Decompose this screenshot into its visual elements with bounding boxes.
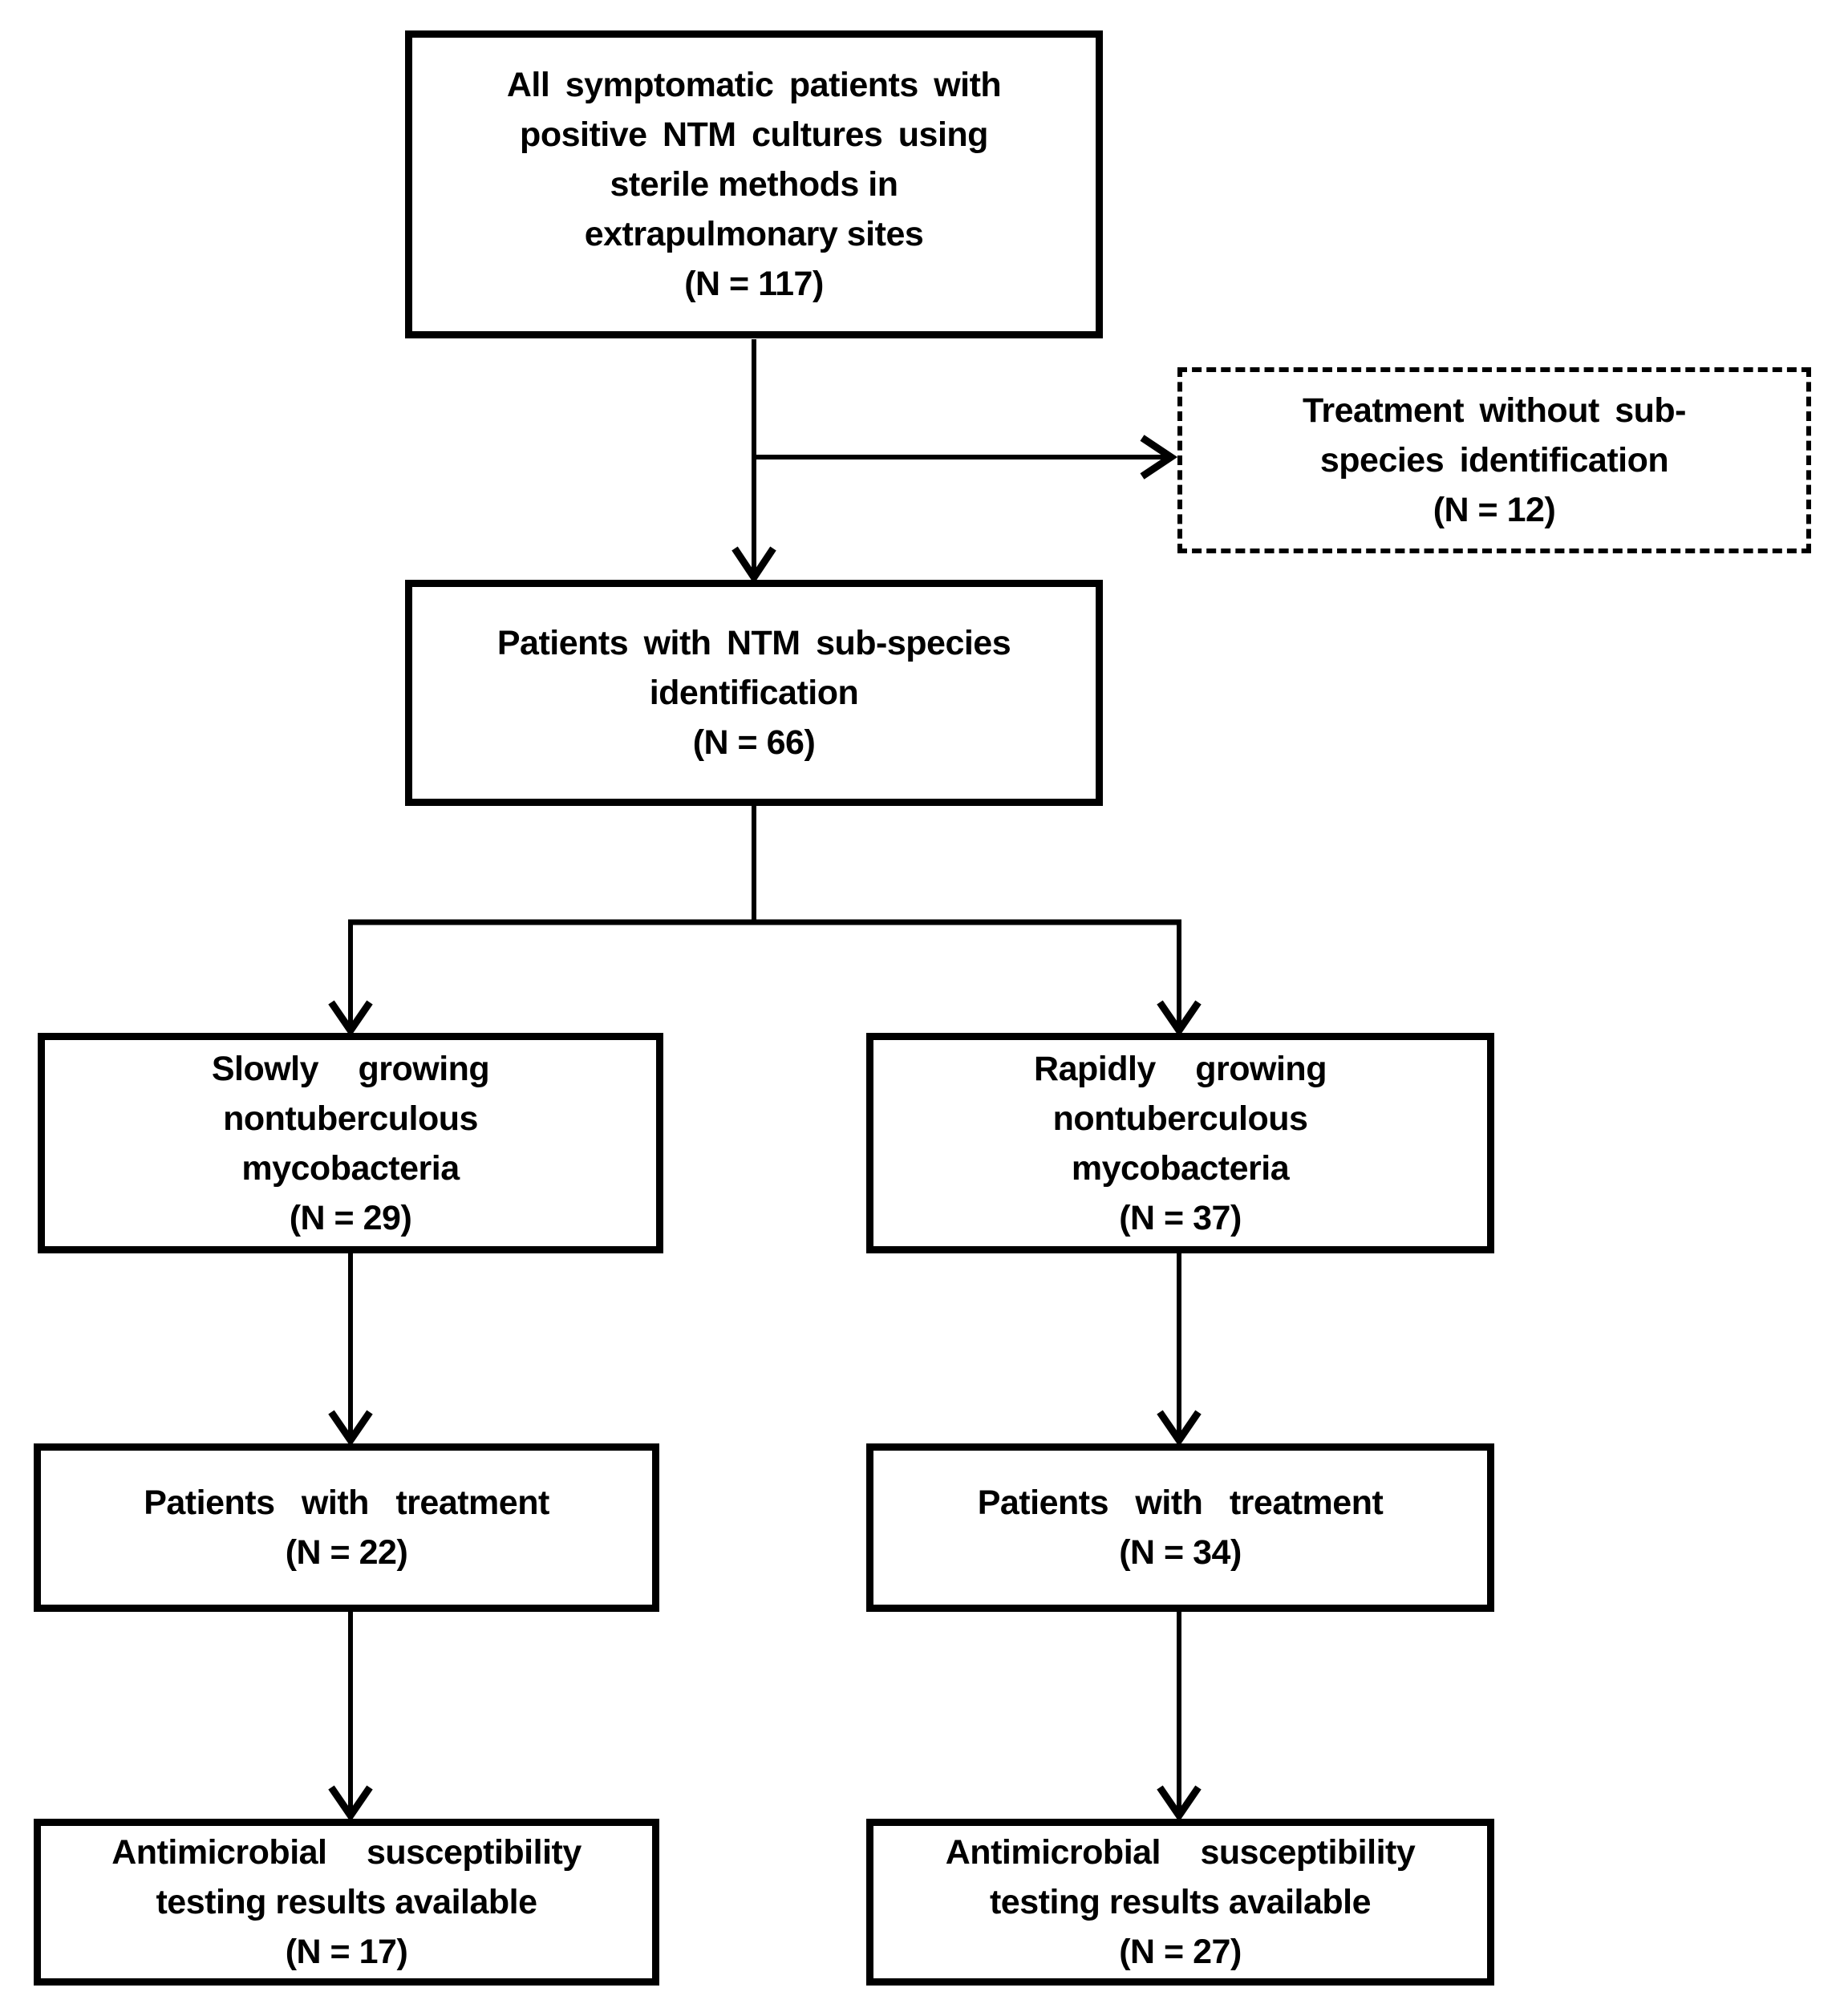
node-text-line: sterile methods in — [610, 165, 898, 204]
arrow-slow-to-treatment — [328, 1253, 373, 1447]
node-text-line: testing results available — [156, 1883, 537, 1921]
node-text-line: mycobacteria — [241, 1148, 460, 1188]
node-slow-ast-results: Antimicrobial susceptibility testing res… — [34, 1819, 659, 1986]
node-count-line: (N = 12) — [1433, 491, 1556, 529]
node-count-line: (N = 17) — [285, 1933, 408, 1971]
node-treatment-without-subspecies: Treatment without sub- species identific… — [1177, 367, 1811, 553]
node-text-line: identification — [649, 674, 859, 712]
arrow-rapidtreatment-to-ast — [1157, 1612, 1202, 1822]
node-text-line: Antimicrobial susceptibility — [945, 1833, 1416, 1872]
arrow-slowtreatment-to-ast — [328, 1612, 373, 1822]
node-count-line: (N = 37) — [1119, 1198, 1242, 1237]
node-count-line: (N = 27) — [1119, 1933, 1242, 1971]
node-all-symptomatic-patients: All symptomatic patients with positive N… — [405, 30, 1103, 338]
node-slow-growing-ntm: Slowly growing nontuberculous mycobacter… — [38, 1033, 663, 1253]
node-rapid-ast-results: Antimicrobial susceptibility testing res… — [866, 1819, 1494, 1986]
node-text-line: nontuberculous — [1052, 1099, 1308, 1138]
node-text-line: Patients with treatment — [977, 1484, 1384, 1522]
node-count-line: (N = 29) — [289, 1198, 412, 1237]
arrow-split-to-slow — [328, 922, 373, 1037]
arrow-split-to-rapid — [1157, 922, 1202, 1037]
node-count-line: (N = 66) — [692, 723, 816, 762]
node-text-line: nontuberculous — [223, 1099, 478, 1138]
arrow-to-excluded — [754, 435, 1178, 480]
node-text-line: Patients with treatment — [144, 1484, 549, 1522]
node-text-line: Slowly growing — [211, 1049, 490, 1088]
node-text-line: All symptomatic patients with — [506, 66, 1002, 104]
node-text-line: extrapulmonary sites — [584, 215, 924, 253]
node-slow-patients-with-treatment: Patients with treatment (N = 22) — [34, 1443, 659, 1612]
node-text-line: positive NTM cultures using — [520, 115, 988, 154]
node-text-line: mycobacteria — [1071, 1148, 1290, 1188]
node-text-line: Rapidly growing — [1034, 1049, 1327, 1088]
node-text-line: Treatment without sub- — [1303, 391, 1687, 430]
node-text-line: testing results available — [989, 1883, 1372, 1921]
node-rapid-growing-ntm: Rapidly growing nontuberculous mycobacte… — [866, 1033, 1494, 1253]
node-subspecies-identification: Patients with NTM sub-species identifica… — [405, 580, 1103, 806]
node-rapid-patients-with-treatment: Patients with treatment (N = 34) — [866, 1443, 1494, 1612]
node-text-line: Antimicrobial susceptibility — [111, 1833, 582, 1872]
node-count-line: (N = 22) — [285, 1533, 408, 1572]
node-text-line: Patients with NTM sub-species — [496, 624, 1011, 662]
arrow-rapid-to-treatment — [1157, 1253, 1202, 1447]
node-count-line: (N = 34) — [1119, 1533, 1242, 1572]
node-text-line: species identification — [1319, 441, 1669, 480]
node-count-line: (N = 117) — [684, 265, 824, 303]
